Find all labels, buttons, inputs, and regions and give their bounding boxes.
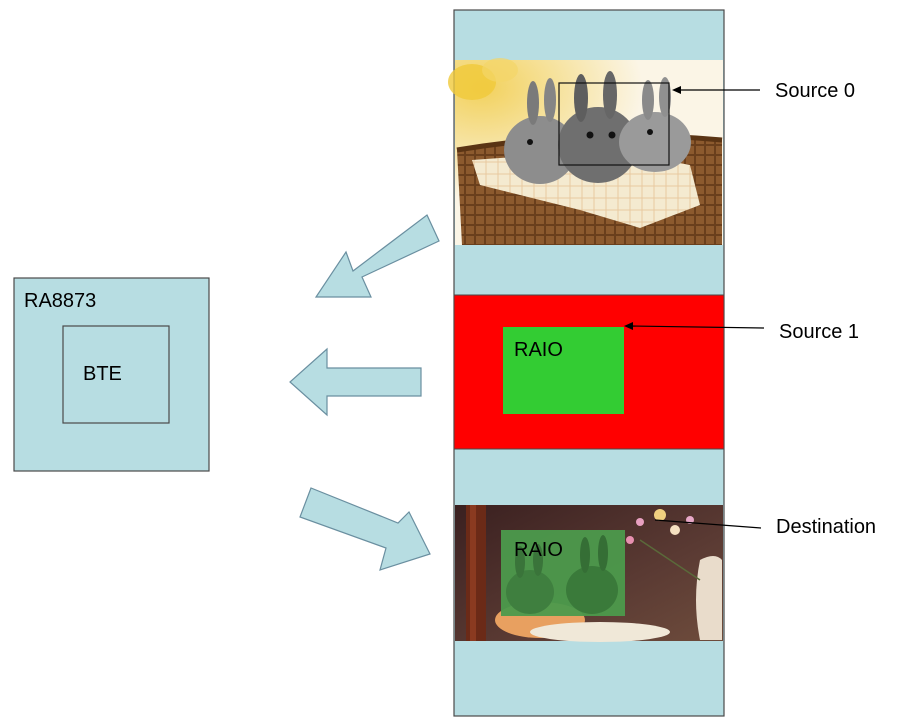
arrow-source0-to-chip [314,214,440,298]
ra8873-label: RA8873 [24,290,96,312]
destination-label: Destination [776,516,876,538]
source0-pointer-head [672,86,681,94]
source1-raio-box [503,327,624,414]
source1-pointer-line [629,325,765,329]
bte-block [62,325,170,424]
arrow-chip-to-destination [299,487,431,571]
destination-pointer-line [654,519,762,529]
source1-label: Source 1 [779,321,859,343]
source0-label: Source 0 [775,80,855,102]
source1-raio-text: RAIO [514,339,563,361]
arrow-source1-to-chip [289,347,422,417]
destination-raio-text: RAIO [514,539,563,561]
source1-pointer-head [624,322,633,330]
source0-picture [448,58,723,245]
destination-picture [455,505,723,642]
bte-label: BTE [83,363,122,385]
